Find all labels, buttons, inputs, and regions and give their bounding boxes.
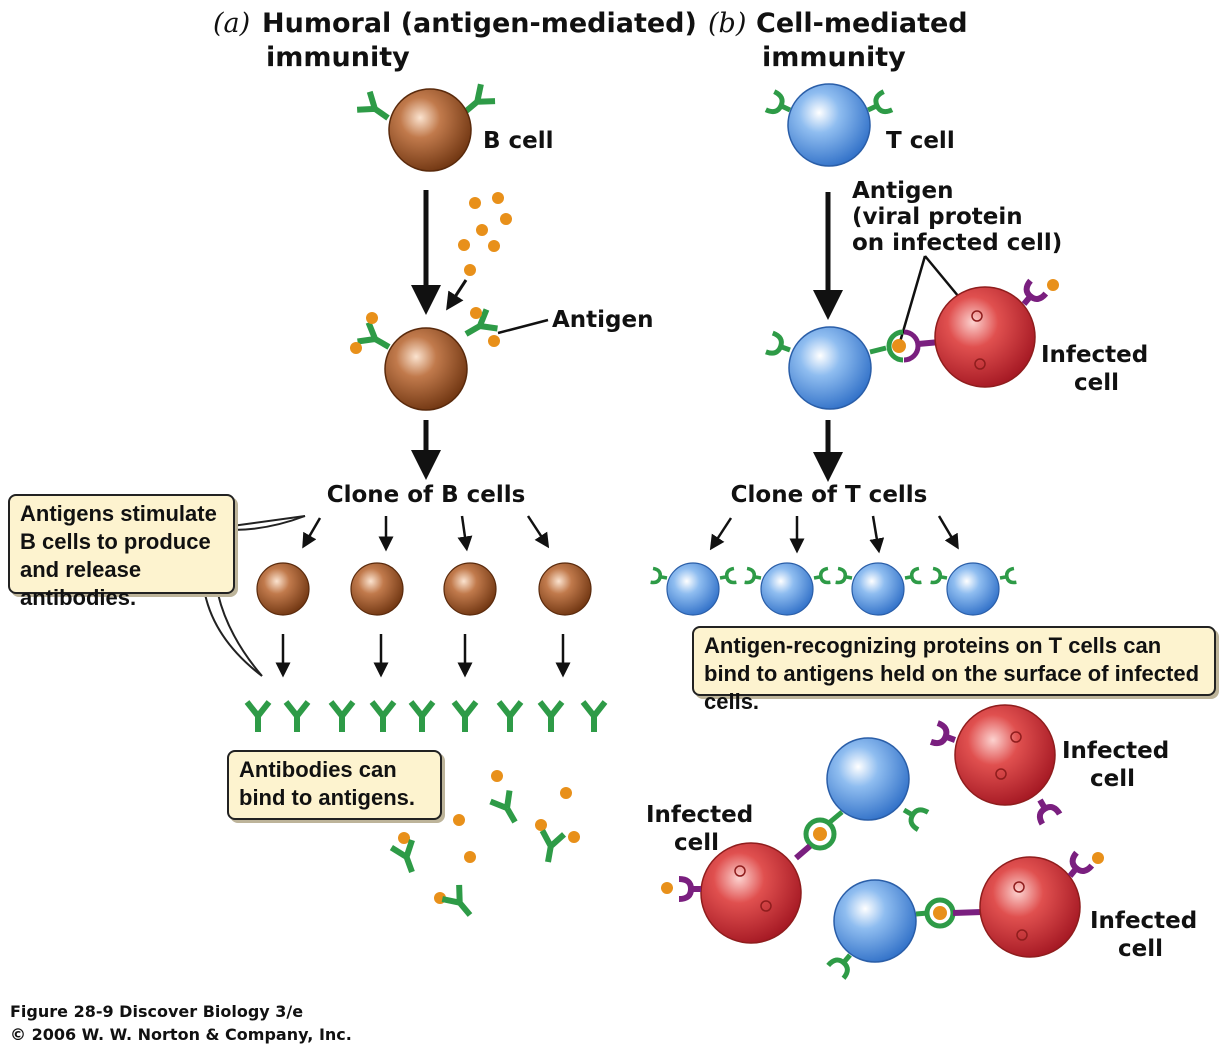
t-cell-label: T cell bbox=[886, 128, 955, 154]
clone-b-label: Clone of B cells bbox=[327, 482, 526, 508]
panel-a-title: (a) Humoral (antigen-mediated) immunity bbox=[213, 8, 697, 73]
infected-cell-label-2-line1: Infected bbox=[1062, 738, 1169, 764]
antibody-antigen-complexes bbox=[391, 770, 580, 922]
infected-cell-label-1-line1: Infected bbox=[1041, 342, 1148, 368]
antigen-label: Antigen bbox=[552, 307, 654, 333]
t-cell-bottom bbox=[828, 879, 956, 978]
clone-b-arrows bbox=[302, 515, 550, 552]
arrow-antigen-in bbox=[446, 279, 468, 311]
antigen-pointer-line bbox=[497, 318, 549, 335]
panel-b-title: (b) Cell-mediated immunity bbox=[708, 8, 968, 73]
infected-cell-label-4-line1: Infected bbox=[1090, 908, 1197, 934]
antibody-release-arrows bbox=[275, 634, 571, 678]
antibody-row bbox=[247, 702, 605, 732]
antigen-viral-label-1: Antigen bbox=[852, 178, 954, 204]
callout-antigen-recognizing: Antigen-recognizing proteins on T cells … bbox=[692, 626, 1216, 714]
t-cell-binding-infected bbox=[766, 279, 1059, 410]
panel-b-title-line2: immunity bbox=[762, 42, 906, 73]
callout-antibodies-bind-text: Antibodies can bind to antigens. bbox=[239, 757, 415, 810]
infected-cell-label-1-line2: cell bbox=[1074, 370, 1119, 396]
t-cell-top bbox=[766, 83, 892, 167]
antigen-viral-label-3: on infected cell) bbox=[852, 230, 1062, 256]
antigen-viral-label-2: (viral protein bbox=[852, 204, 1023, 230]
callout-antigens-stimulate: Antigens stimulate B cells to produce an… bbox=[8, 494, 235, 610]
infected-cell-top-right bbox=[931, 704, 1060, 824]
infected-cell-bottom bbox=[952, 852, 1104, 958]
b-cell-top bbox=[357, 84, 495, 172]
callout-antigens-stimulate-text: Antigens stimulate B cells to produce an… bbox=[20, 501, 217, 610]
callout-release-pointer bbox=[204, 593, 263, 677]
panel-a-title-line1: Humoral (antigen-mediated) bbox=[262, 8, 697, 39]
infected-cell-label-3-line2: cell bbox=[674, 830, 719, 856]
infected-cell-label-4-line2: cell bbox=[1118, 936, 1163, 962]
infected-cell-label-2-line2: cell bbox=[1090, 766, 1135, 792]
b-cell-label: B cell bbox=[483, 128, 554, 154]
clone-t-label: Clone of T cells bbox=[731, 482, 928, 508]
infected-cell-label-3-line1: Infected bbox=[646, 802, 753, 828]
infected-cell-left bbox=[661, 842, 812, 944]
callout-antigen-recognizing-text: Antigen-recognizing proteins on T cells … bbox=[704, 633, 1200, 714]
panel-b-letter: (b) bbox=[708, 8, 746, 39]
b-cell-antigen-bound bbox=[350, 307, 500, 411]
callout-stimulate-pointer bbox=[231, 515, 306, 527]
panel-a-letter: (a) bbox=[213, 8, 250, 39]
panel-b-title-line1: Cell-mediated bbox=[756, 8, 968, 39]
callout-antibodies-bind: Antibodies can bind to antigens. bbox=[227, 750, 442, 820]
free-antigens-a bbox=[458, 192, 512, 276]
b-cell-clones bbox=[256, 562, 592, 616]
figure-caption: Figure 28-9 Discover Biology 3/e bbox=[10, 1002, 304, 1021]
t-cell-middle bbox=[803, 737, 928, 851]
t-cell-clones bbox=[648, 562, 1019, 616]
copyright: © 2006 W. W. Norton & Company, Inc. bbox=[10, 1025, 352, 1044]
clone-t-arrows bbox=[709, 515, 959, 554]
panel-a-title-line2: immunity bbox=[266, 42, 410, 73]
